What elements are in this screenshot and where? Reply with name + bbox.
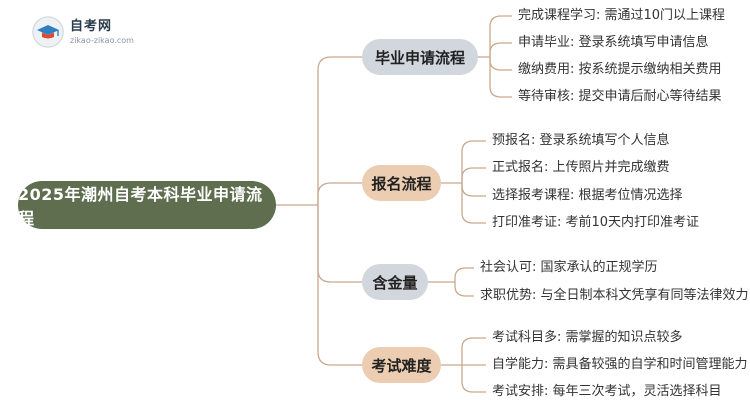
logo-name: 自考网 <box>70 18 113 34</box>
leaf-self-study-ability: 自学能力: 需具备较强的自学和时间管理能力 <box>492 357 748 372</box>
site-logo[interactable]: 自考网 zikao-zikao.com <box>32 16 134 48</box>
graduation-cap-icon <box>32 16 64 48</box>
leaf-exam-schedule: 考试安排: 每年三次考试，灵活选择科目 <box>492 384 722 399</box>
leaf-print-admission-ticket: 打印准考证: 考前10天内打印准考证 <box>492 215 700 230</box>
leaf-job-advantage: 求职优势: 与全日制本科文凭享有同等法律效力 <box>480 288 749 303</box>
leaf-complete-courses: 完成课程学习: 需通过10门以上课程 <box>518 8 726 23</box>
branch-registration-process: 报名流程 <box>362 165 441 201</box>
leaf-pay-fees: 缴纳费用: 按系统提示缴纳相关费用 <box>518 62 722 77</box>
leaf-apply-graduation: 申请毕业: 登录系统填写申请信息 <box>518 35 709 50</box>
leaf-social-recognition: 社会认可: 国家承认的正规学历 <box>480 260 658 275</box>
leaf-many-subjects: 考试科目多: 需掌握的知识点较多 <box>492 330 683 345</box>
leaf-await-review: 等待审核: 提交申请后耐心等待结果 <box>518 89 722 104</box>
branch-graduation-process: 毕业申请流程 <box>362 39 478 75</box>
logo-url: zikao-zikao.com <box>70 35 134 45</box>
branch-exam-difficulty: 考试难度 <box>362 347 441 383</box>
root-topic: 2025年潮州自考本科毕业申请流程 <box>18 181 276 229</box>
leaf-pre-registration: 预报名: 登录系统填写个人信息 <box>492 133 670 148</box>
leaf-select-courses: 选择报考课程: 根据考位情况选择 <box>492 188 683 203</box>
leaf-formal-registration: 正式报名: 上传照片并完成缴费 <box>492 160 670 175</box>
branch-value: 含金量 <box>362 264 428 300</box>
